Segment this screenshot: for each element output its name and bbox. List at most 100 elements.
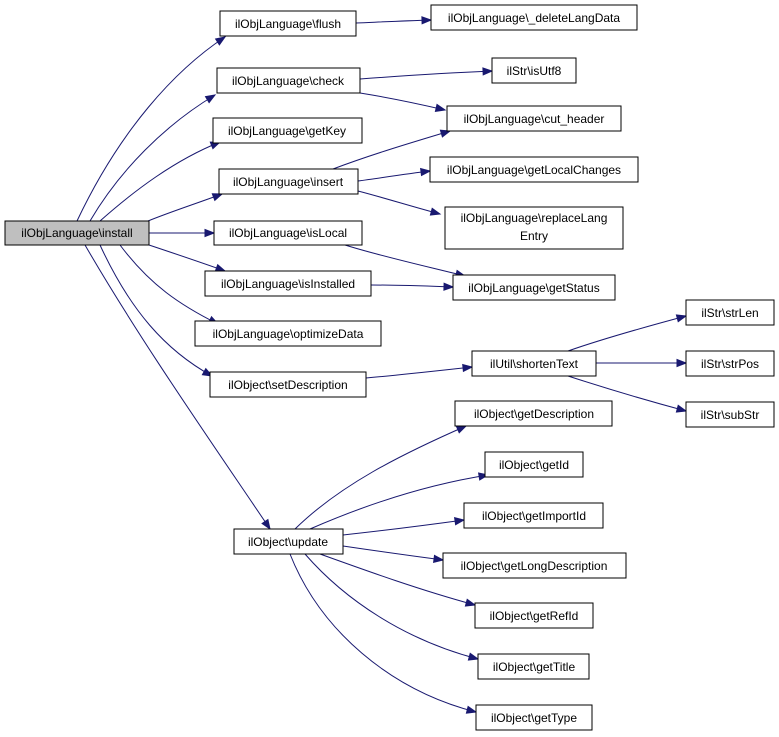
arrowhead-icon [455,425,468,434]
arrowhead-icon [214,36,227,46]
node-update[interactable]: ilObject\update [233,528,344,555]
node-get-local-changes[interactable]: ilObjLanguage\getLocalChanges [429,156,639,183]
node-get-long-description[interactable]: ilObject\getLongDescription [442,552,627,579]
arrowhead-icon [443,282,455,291]
node-label: ilObjLanguage\isLocal [229,226,347,240]
node-get-id[interactable]: ilObject\getId [484,451,584,478]
node-get-title[interactable]: ilObject\getTitle [477,653,590,680]
node-replace-lang-entry[interactable]: ilObjLanguage\replaceLang Entry [444,206,624,250]
edge-line [309,474,489,530]
node-label: ilObject\getImportId [482,509,586,523]
edge-shortenText-to-strLen [567,314,688,352]
node-flush[interactable]: ilObjLanguage\flush [219,10,357,37]
edge-install-to-update [84,244,271,531]
node-label: ilStr\strPos [701,357,759,371]
node-str-len[interactable]: ilStr\strLen [685,299,775,326]
arrowhead-icon [421,16,433,25]
arrowhead-icon [214,263,227,272]
node-label-line1: ilObjLanguage\replaceLang [461,211,608,225]
node-check[interactable]: ilObjLanguage\check [216,67,361,94]
node-optimize-data[interactable]: ilObjLanguage\optimizeData [194,320,382,347]
arrowhead-icon [439,129,452,138]
edge-line [289,553,477,713]
node-label: ilObjLanguage\isInstalled [221,277,355,291]
node-label: ilObject\setDescription [228,378,347,392]
node-label: ilObjLanguage\flush [235,17,341,31]
arrowhead-icon [675,404,688,413]
edge-line [355,19,432,24]
node-label: ilStr\strLen [701,306,758,320]
arrowhead-icon [464,598,477,607]
node-insert[interactable]: ilObjLanguage\insert [218,168,359,195]
node-is-installed[interactable]: ilObjLanguage\isInstalled [204,270,372,297]
edge-line [332,130,451,170]
node-set-description[interactable]: ilObject\setDescription [209,371,367,398]
node-get-import-id[interactable]: ilObject\getImportId [463,502,604,529]
edge-line [147,193,223,222]
edge-install-to-flush [76,36,227,222]
node-get-type[interactable]: ilObject\getType [475,704,593,731]
edge-setDescription-to-shortenText [365,363,474,379]
edge-line [342,545,444,561]
arrowhead-icon [467,652,480,661]
node-label: ilStr\subStr [701,408,760,422]
node-label: ilObjLanguage\optimizeData [213,327,364,341]
edge-insert-to-replaceLangEntry [357,190,442,216]
node-label: ilObjLanguage\_deleteLangData [448,11,620,25]
edge-install-to-isLocal [149,228,216,238]
node-label: ilObjLanguage\check [232,74,345,88]
edge-line [365,366,473,379]
edge-isInstalled-to-getStatus [370,282,455,291]
edge-update-to-getDescription [294,425,468,530]
node-is-utf8[interactable]: ilStr\isUtf8 [491,57,577,84]
arrowhead-icon [434,103,447,113]
edge-insert-to-cut_header [332,129,452,170]
edge-line [76,36,226,222]
node-label: ilStr\isUtf8 [507,64,562,78]
node-label: ilObject\update [248,535,328,549]
arrowhead-icon [420,167,432,177]
edge-line [99,244,213,377]
node-label: ilObject\getTitle [493,660,576,674]
node-is-local[interactable]: ilObjLanguage\isLocal [213,220,363,246]
node-label: ilObject\getType [491,711,577,725]
edge-install-to-check [89,94,217,222]
node-delete-lang-data[interactable]: ilObjLanguage\_deleteLangData [430,4,638,31]
arrowhead-icon [261,518,271,531]
arrowhead-icon [429,207,442,216]
node-shorten-text[interactable]: ilUtil\shortenText [471,350,597,377]
node-label: ilObject\getDescription [474,407,594,421]
edge-update-to-getType [289,553,478,714]
edge-line [357,170,431,182]
edge-line [148,244,226,272]
node-label: ilObject\getId [499,458,569,472]
arrowhead-icon [675,314,688,323]
edge-update-to-getLongDescription [342,545,445,563]
node-install[interactable]: ilObjLanguage\install [4,220,150,246]
edge-line [319,553,476,606]
edge-check-to-cut_header [359,92,447,113]
node-get-status[interactable]: ilObjLanguage\getStatus [452,274,616,301]
node-label: ilObjLanguage\cut_header [464,112,605,126]
arrowhead-icon [204,228,216,238]
edge-line [342,519,465,536]
edge-line [357,190,441,215]
node-label: ilUtil\shortenText [490,357,579,371]
edge-line [567,315,687,352]
edge-line [359,92,446,111]
arrowhead-icon [204,94,217,104]
node-get-key[interactable]: ilObjLanguage\getKey [212,117,363,144]
node-get-ref-id[interactable]: ilObject\getRefId [474,602,594,629]
edge-line [119,244,219,325]
node-get-description[interactable]: ilObject\getDescription [454,400,613,427]
node-sub-str[interactable]: ilStr\subStr [685,401,775,428]
edge-shortenText-to-subStr [567,375,688,413]
edge-check-to-isUtf8 [359,67,494,80]
node-str-pos[interactable]: ilStr\strPos [685,350,775,377]
graph-edges [76,16,688,714]
node-label-line2: Entry [520,229,548,243]
node-cut-header[interactable]: ilObjLanguage\cut_header [446,105,622,132]
edge-install-to-optimizeData [119,244,220,325]
edge-install-to-insert [147,193,224,222]
